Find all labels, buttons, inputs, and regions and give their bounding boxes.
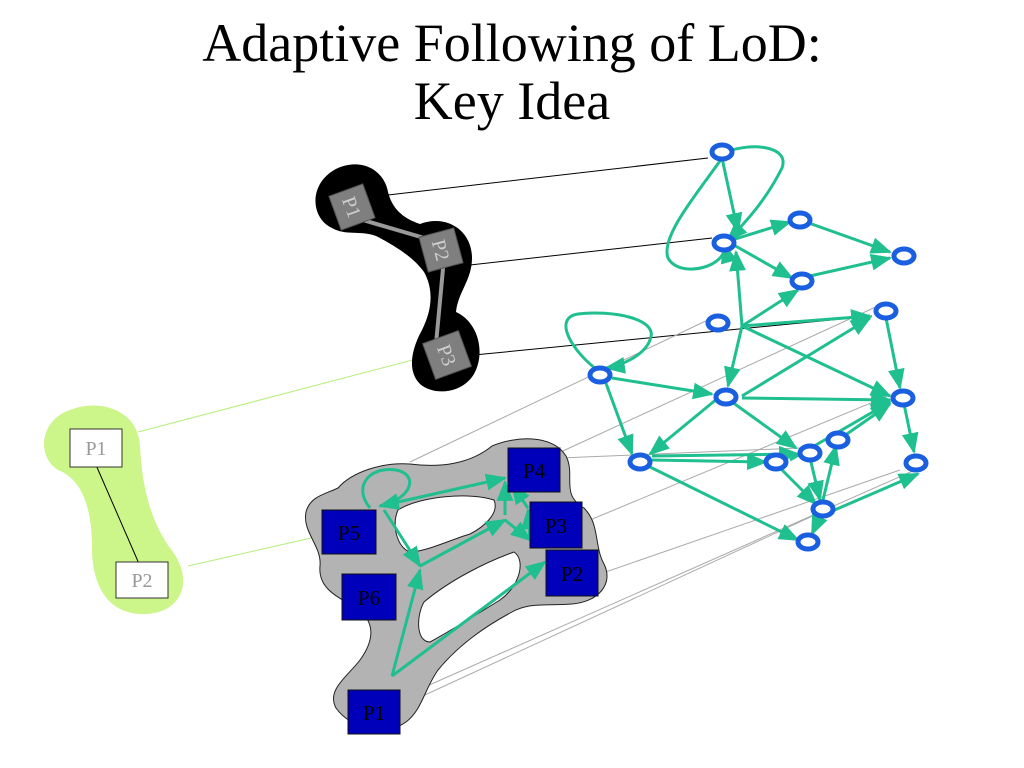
fine-partition-p6: P6 — [341, 573, 397, 621]
lod-connector-lines — [137, 157, 916, 701]
task-node — [795, 532, 821, 552]
task-graph-edges — [564, 145, 920, 542]
connector-line — [387, 157, 709, 196]
connector-line — [187, 535, 321, 567]
coarse-partition-p3: P3 — [422, 330, 472, 380]
minimal-partition-p1: P1 — [69, 428, 123, 468]
task-graph — [564, 142, 929, 552]
coarse-partition-p1: P1 — [328, 183, 376, 231]
task-node — [903, 453, 929, 473]
task-node — [705, 313, 731, 333]
task-node — [891, 246, 917, 266]
title-line-1: Adaptive Following of LoD: — [202, 13, 822, 73]
connector-line — [137, 357, 421, 433]
minimal-partition-p2-label: P2 — [131, 570, 152, 592]
connector-line — [469, 237, 713, 266]
task-node — [711, 233, 737, 253]
connector-line — [559, 447, 801, 459]
connector-line — [409, 317, 713, 463]
fine-lod-shape: P4 P5 P3 P6 P2 P1 — [304, 438, 608, 735]
minimal-partition-p1-label: P1 — [85, 438, 106, 460]
task-node — [709, 142, 735, 162]
task-node — [787, 210, 813, 230]
fine-partition-p5: P5 — [321, 509, 377, 555]
connector-line — [589, 394, 891, 521]
coarse-partition-p2: P2 — [418, 227, 464, 273]
fine-partition-p3: P3 — [529, 501, 583, 549]
fine-partition-p3-label: P3 — [545, 514, 567, 538]
minimal-lod-shape: P1 P2 — [44, 405, 184, 615]
fine-partition-p2: P2 — [545, 549, 599, 597]
task-node — [789, 271, 815, 291]
minimal-partition-p2: P2 — [115, 561, 169, 599]
title-line-2: Key Idea — [413, 71, 611, 131]
task-graph-nodes — [587, 142, 929, 552]
task-node — [627, 452, 653, 472]
fine-partition-edges — [361, 468, 547, 678]
fine-partition-p1: P1 — [347, 689, 401, 735]
fine-partition-p1-label: P1 — [363, 701, 385, 725]
fine-partition-p6-label: P6 — [358, 586, 380, 610]
task-node — [763, 452, 789, 472]
connector-line — [596, 469, 901, 576]
task-node — [587, 365, 613, 385]
task-node — [825, 430, 851, 450]
slide-title: Adaptive Following of LoD: Key Idea — [0, 14, 1024, 130]
fine-partition-p2-label: P2 — [561, 562, 583, 586]
task-node — [797, 443, 823, 463]
fine-partition-p4: P4 — [507, 447, 561, 493]
fine-partition-p5-label: P5 — [338, 521, 360, 545]
coarse-lod-shape: P1 P2 P3 — [315, 164, 480, 392]
connector-line — [551, 304, 881, 457]
fine-partition-p4-label: P4 — [523, 459, 546, 483]
connector-line — [417, 469, 916, 691]
task-node — [890, 388, 916, 408]
task-node — [713, 387, 739, 407]
connector-line — [413, 507, 831, 701]
task-node — [810, 499, 836, 519]
task-node — [873, 301, 899, 321]
